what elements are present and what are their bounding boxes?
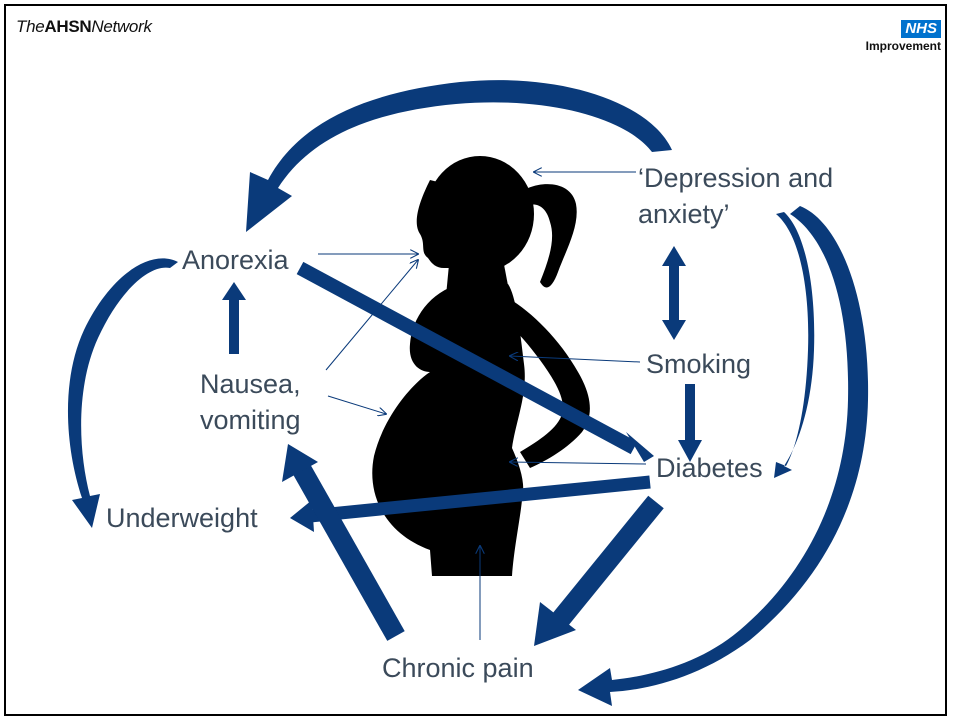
ahsn-network-logo: TheAHSNNetwork: [16, 17, 152, 37]
nhs-subtitle: Improvement: [865, 39, 941, 53]
nausea-line1: Nausea,: [200, 369, 301, 399]
arrow-smoking-to-diabetes: [678, 384, 702, 462]
brand-bold: AHSN: [44, 17, 92, 36]
depression-line2: anxiety’: [638, 199, 730, 229]
arrow-anorexia-to-diabetes: [296, 261, 654, 462]
straight-arrows: [222, 246, 702, 646]
thin-arrows: [318, 172, 647, 640]
arrow-depression-smoking-bidirectional: [662, 246, 686, 340]
arrow-diabetes-to-underweight: [290, 475, 651, 532]
node-chronic-pain: Chronic pain: [382, 653, 534, 683]
node-smoking: Smoking: [646, 349, 752, 379]
arrow-chronic-pain-to-nausea: [282, 444, 405, 641]
arrow-depression-to-chronic-pain: [578, 206, 869, 706]
brand-suffix: Network: [91, 17, 152, 36]
arrow-nausea-to-anorexia: [222, 282, 246, 354]
arrow-anorexia-to-underweight: [67, 258, 178, 528]
nhs-improvement-logo: NHS Improvement: [866, 20, 941, 53]
nausea-line2: vomiting: [200, 405, 301, 435]
arrow-diabetes-to-chronic-pain: [534, 495, 664, 646]
arrow-depression-to-diabetes: [774, 212, 815, 478]
node-underweight: Underweight: [106, 503, 258, 533]
node-diabetes: Diabetes: [656, 453, 763, 483]
brand-prefix: The: [16, 17, 45, 36]
depression-line1: ‘Depression and: [638, 163, 834, 193]
node-nausea-vomiting: Nausea, vomiting: [200, 366, 301, 438]
arrow-depression-to-anorexia: [246, 80, 672, 232]
node-anorexia: Anorexia: [182, 245, 289, 275]
curved-arrows: [67, 80, 869, 706]
nhs-badge: NHS: [901, 20, 941, 38]
node-depression-anxiety: ‘Depression and anxiety’: [638, 160, 833, 232]
slide-frame: [4, 4, 947, 716]
